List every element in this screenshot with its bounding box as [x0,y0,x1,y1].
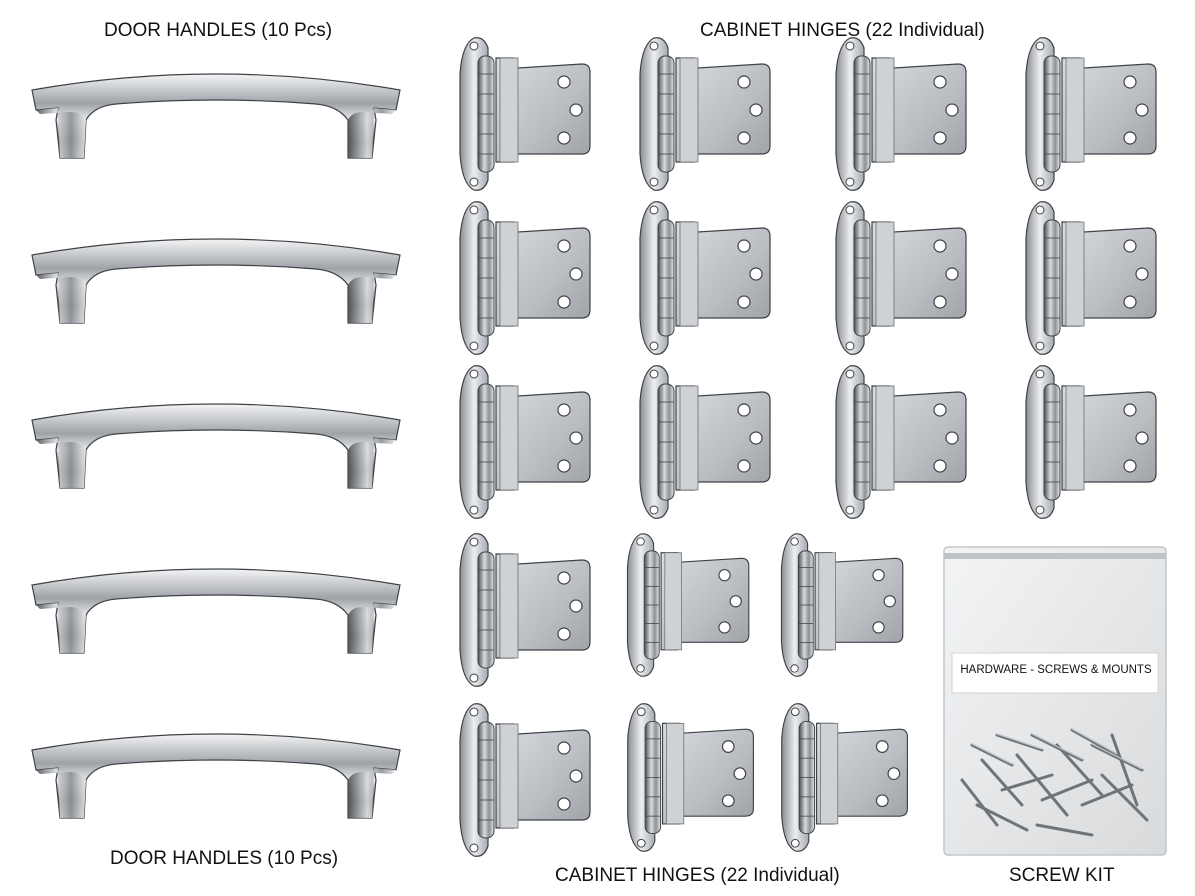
cabinet-hinge-r2c1 [452,198,602,358]
cabinet-hinge-r1c1 [452,34,602,194]
cabinet-hinge-r1c4 [1018,34,1168,194]
screw-bag-label: HARDWARE - SCREWS & MOUNTS [960,664,1152,676]
hinges-title-bottom: CABINET HINGES (22 Individual) [555,865,840,886]
cabinet-hinge-r1c2 [632,34,782,194]
cabinet-hinge-r5c2 [620,700,765,855]
cabinet-hinge-r3c2 [632,362,782,522]
handles-title-bottom: DOOR HANDLES (10 Pcs) [110,848,339,869]
screw-kit-title: SCREW KIT [1009,865,1115,886]
door-handle-3 [26,380,406,490]
cabinet-hinge-r3c4 [1018,362,1168,522]
door-handle-2 [26,215,406,325]
cabinet-hinge-r1c3 [828,34,978,194]
cabinet-hinge-r4c1 [452,530,602,690]
cabinet-hinge-r2c2 [632,198,782,358]
cabinet-hinge-r2c3 [828,198,978,358]
cabinet-hinge-r4c3 [774,530,914,680]
door-handle-1 [26,50,406,160]
door-handle-5 [26,710,406,820]
cabinet-hinge-r5c3 [774,700,919,855]
screw-bag [943,546,1167,856]
hinges-title-top: CABINET HINGES (22 Individual) [700,20,985,41]
cabinet-hinge-r4c2 [620,530,760,680]
handles-title-top: DOOR HANDLES (10 Pcs) [104,20,333,41]
cabinet-hinge-r2c4 [1018,198,1168,358]
door-handle-4 [26,545,406,655]
cabinet-hinge-r5c1 [452,700,602,860]
cabinet-hinge-r3c3 [828,362,978,522]
cabinet-hinge-r3c1 [452,362,602,522]
